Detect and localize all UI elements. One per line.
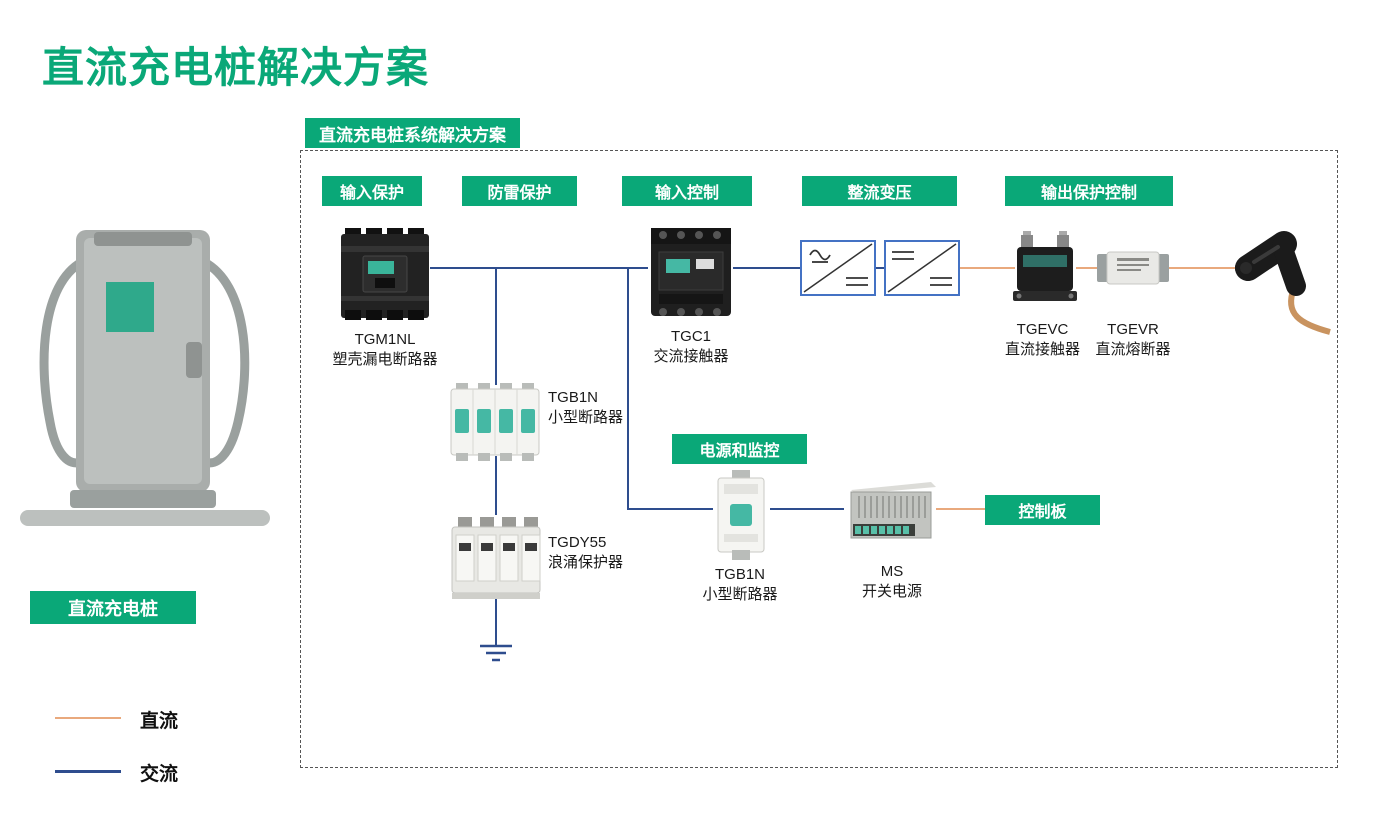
stage-control-board: 控制板 <box>985 495 1100 525</box>
ac-line-tgdy55-ground <box>495 597 497 645</box>
legend-dc-line <box>55 717 121 719</box>
tgdy55-surge-protector-icon <box>450 513 542 606</box>
tgc1-contactor-icon <box>647 222 735 327</box>
ac-line-between-rectifiers <box>874 267 886 269</box>
dc-line-rectifier-tgevc <box>958 267 1015 269</box>
dc-line-ms-control-board <box>936 508 986 510</box>
stage-output-protection: 输出保护控制 <box>1005 176 1173 206</box>
dc-line-tgevc-tgevr <box>1076 267 1098 269</box>
ac-line-main <box>430 267 648 269</box>
tgdy55-desc: 浪涌保护器 <box>548 554 624 571</box>
ac-line-tgb1n-tgdy55 <box>495 456 497 515</box>
stage-rectifier: 整流变压 <box>802 176 957 206</box>
tgc1-name: TGC1 <box>670 328 711 345</box>
ground-symbol-icon <box>478 643 514 670</box>
ac-line-aux-breaker-ms <box>770 508 844 510</box>
tgb1n-aux-name: TGB1N <box>714 566 765 583</box>
tgevc-desc: 直流接触器 <box>1004 341 1080 358</box>
tgevc-name: TGEVC <box>1016 321 1069 338</box>
tgb1n-aux-desc: 小型断路器 <box>702 586 778 603</box>
stage-input-protection: 输入保护 <box>322 176 422 206</box>
ac-dc-converter-icon <box>800 240 876 301</box>
tgc1-desc: 交流接触器 <box>653 348 729 365</box>
tgm1nl-label: TGM1NL 塑壳漏电断路器 <box>318 330 452 370</box>
tgevr-name: TGEVR <box>1107 321 1159 338</box>
tgevc-label: TGEVC 直流接触器 <box>990 320 1095 360</box>
tgb1n-aux-label: TGB1N 小型断路器 <box>680 565 800 605</box>
tgm1nl-breaker-icon <box>339 226 431 327</box>
diagram-header: 直流充电桩系统解决方案 <box>305 118 520 148</box>
tgm1nl-name: TGM1NL <box>354 331 416 348</box>
ms-desc: 开关电源 <box>861 583 922 600</box>
stage-surge-protection: 防雷保护 <box>462 176 577 206</box>
tgb1n-main-desc: 小型断路器 <box>548 409 624 426</box>
legend-ac-line <box>55 770 121 773</box>
tgevr-fuse-icon <box>1097 250 1169 291</box>
ac-line-to-aux-breaker <box>627 508 713 510</box>
ms-name: MS <box>880 563 904 580</box>
tgc1-label: TGC1 交流接触器 <box>626 327 756 367</box>
dc-line-tgevr-gun <box>1168 267 1248 269</box>
charging-gun-icon <box>1228 218 1333 341</box>
ms-label: MS 开关电源 <box>832 562 952 602</box>
dc-dc-converter-icon <box>884 240 960 301</box>
tgdy55-label: TGDY55 浪涌保护器 <box>548 533 623 573</box>
tgb1n-main-name: TGB1N <box>548 389 599 406</box>
stage-power-monitoring: 电源和监控 <box>672 434 807 464</box>
tgdy55-name: TGDY55 <box>548 534 607 551</box>
ac-line-branch-monitoring <box>627 268 629 510</box>
legend-dc-label: 直流 <box>140 711 179 732</box>
tgevr-desc: 直流熔断器 <box>1095 341 1171 358</box>
ac-line-tgc1-rectifier <box>733 267 800 269</box>
page-title: 直流充电桩解决方案 <box>42 44 430 91</box>
ac-line-branch-surge <box>495 268 497 385</box>
tgm1nl-desc: 塑壳漏电断路器 <box>332 351 438 368</box>
charging-pile-tag: 直流充电桩 <box>30 591 196 624</box>
ms-power-supply-icon <box>843 478 938 551</box>
tgevc-dc-contactor-icon <box>1013 231 1077 314</box>
tgb1n-main-label: TGB1N 小型断路器 <box>548 388 623 428</box>
tgb1n-main-breaker-icon <box>450 383 540 466</box>
stage-input-control: 输入控制 <box>622 176 752 206</box>
charging-pile-illustration <box>20 222 270 539</box>
tgevr-label: TGEVR 直流熔断器 <box>1078 320 1188 360</box>
tgb1n-aux-breaker-icon <box>712 470 770 565</box>
diagram-frame <box>300 150 1338 768</box>
legend-ac-label: 交流 <box>140 764 179 785</box>
